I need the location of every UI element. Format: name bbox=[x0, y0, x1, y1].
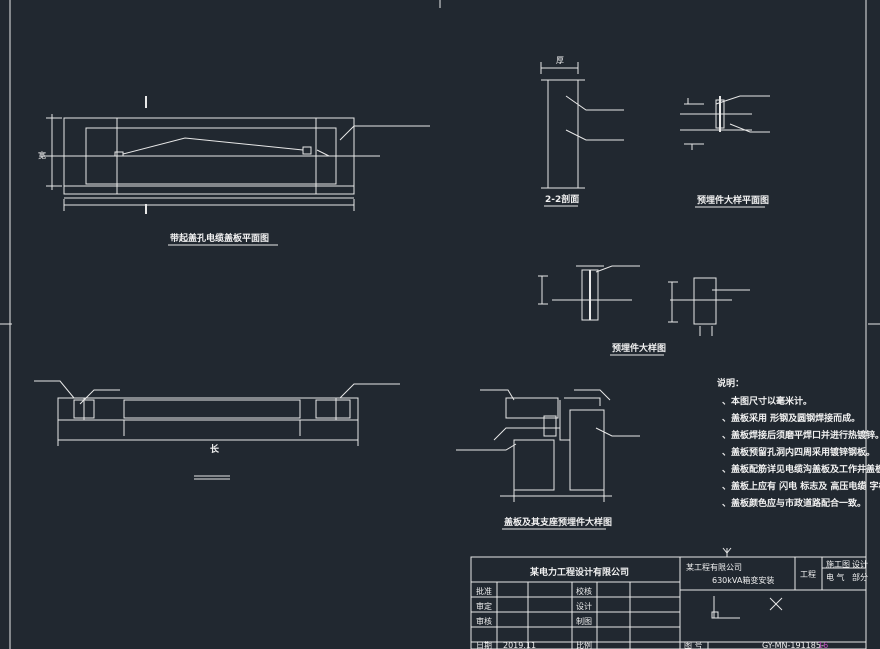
length-label: 长 bbox=[210, 443, 220, 455]
design-label: 设计 bbox=[852, 559, 868, 569]
row-label-review: 审定 bbox=[476, 601, 492, 611]
cover-plan-view: 宽 带起盖孔电缆盖板平面图 bbox=[38, 96, 430, 246]
client-name: 某工程有限公司 bbox=[686, 562, 742, 572]
row-label-draft: 制图 bbox=[576, 616, 592, 626]
notes-heading: 说明： bbox=[717, 377, 744, 389]
plan-view-title: 带起盖孔电缆盖板平面图 bbox=[170, 232, 269, 244]
thickness-label: 厚 bbox=[556, 56, 564, 65]
section-title: 2-2剖面 bbox=[545, 193, 579, 205]
stage-label: 工程 bbox=[800, 570, 816, 579]
sheet-suffix: 16 bbox=[818, 641, 828, 649]
stage-value: 施工图 bbox=[826, 559, 850, 569]
drawing-no: GY-MN-191185- bbox=[762, 641, 824, 649]
embed-plan-title: 预埋件大样平面图 bbox=[697, 194, 769, 206]
plan-width-label: 宽 bbox=[38, 150, 46, 160]
row-label-audit: 审核 bbox=[476, 616, 492, 626]
note-item: 、盖板预留孔洞内四周采用镀锌钢板。 bbox=[722, 446, 875, 458]
part-label: 部分 bbox=[852, 572, 868, 582]
note-item: 、本图尺寸以毫米计。 bbox=[722, 395, 812, 407]
note-item: 、盖板焊接后须磨平焊口并进行热镀锌。 bbox=[722, 429, 880, 441]
cover-support-detail: 盖板及其支座预埋件大样图 bbox=[456, 389, 640, 530]
date-value: 2019.11 bbox=[503, 641, 536, 649]
note-item: 、盖板配筋详见电缆沟盖板及工作井盖板。 bbox=[722, 463, 880, 475]
note-item: 、盖板上应有 闪电 标志及 高压电缆 字样。 bbox=[722, 480, 880, 492]
cover-support-title: 盖板及其支座预埋件大样图 bbox=[504, 516, 612, 528]
row-label-approve: 批准 bbox=[476, 586, 492, 596]
embed-detail: 预埋件大样图 bbox=[538, 265, 750, 356]
project-name: 630kVA箱变安装 bbox=[712, 575, 774, 585]
title-block: 某电力工程设计有限公司 某工程有限公司 630kVA箱变安装 工程 施工图 设计… bbox=[470, 547, 868, 649]
drawing-no-label: 图 号 bbox=[684, 641, 703, 649]
notes-block: 说明： 、本图尺寸以毫米计。 、盖板采用 形钢及圆钢焊接而成。 、盖板焊接后须磨… bbox=[717, 377, 880, 509]
row-label-scale: 比例 bbox=[576, 640, 592, 649]
note-item: 、盖板采用 形钢及圆钢焊接而成。 bbox=[722, 412, 860, 424]
embed-detail-title: 预埋件大样图 bbox=[612, 342, 666, 354]
note-item: 、盖板颜色应与市政道路配合一致。 bbox=[722, 497, 866, 509]
row-label-date: 日期 bbox=[476, 641, 492, 649]
discipline-label: 电 气 bbox=[826, 572, 845, 582]
row-label-design: 设计 bbox=[576, 601, 592, 611]
company-name: 某电力工程设计有限公司 bbox=[530, 566, 629, 578]
embed-plan-detail: 预埋件大样平面图 bbox=[680, 95, 770, 208]
cover-elevation: 长 bbox=[34, 380, 400, 480]
section-2-2: 厚 2-2剖面 bbox=[540, 56, 624, 207]
row-label-check: 校核 bbox=[576, 586, 592, 596]
